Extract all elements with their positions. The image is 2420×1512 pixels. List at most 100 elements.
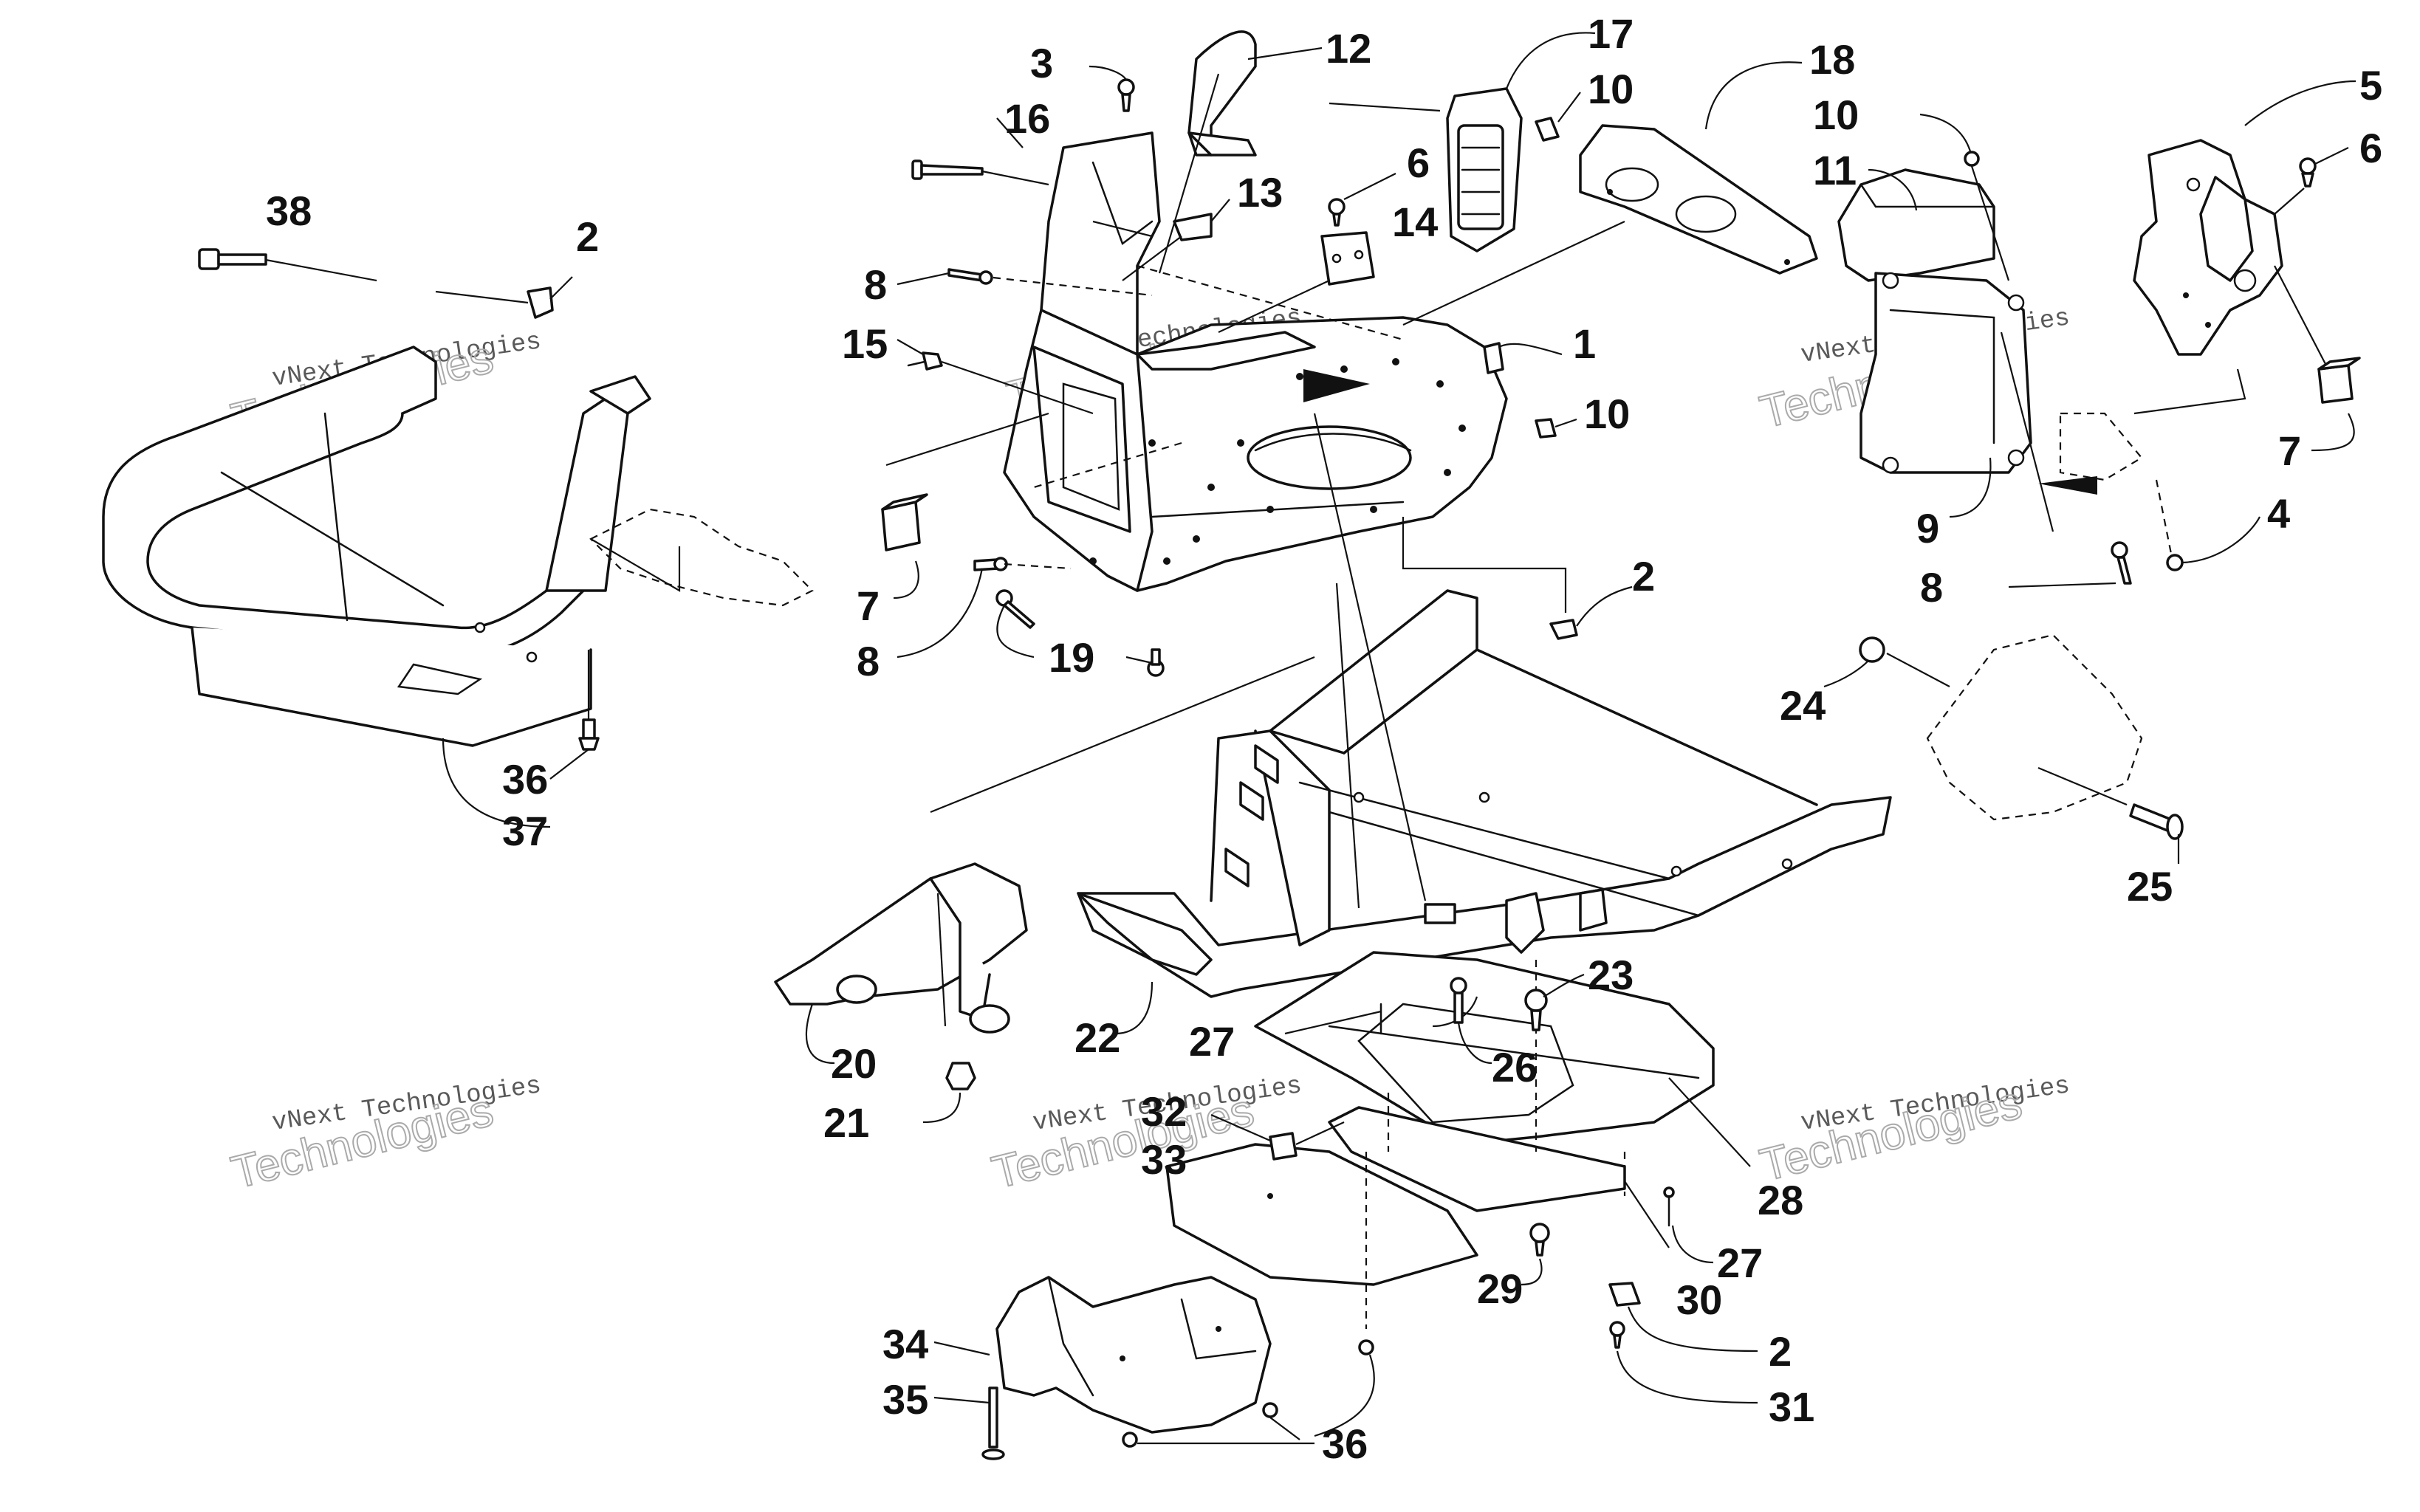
screw-36-bottom-b-icon bbox=[1262, 1402, 1278, 1418]
cover-9 bbox=[1859, 272, 2032, 474]
callout-26: 26 bbox=[1492, 1044, 1538, 1090]
clip-2-frame-icon bbox=[1549, 619, 1578, 640]
callout-10-upper: 10 bbox=[1588, 66, 1634, 112]
callout-15: 15 bbox=[842, 320, 888, 367]
bracket-14 bbox=[1320, 231, 1375, 286]
callout-36-bottom: 36 bbox=[1322, 1420, 1368, 1467]
pin-15-icon bbox=[907, 351, 943, 371]
pin-27-lower-icon bbox=[1663, 1186, 1675, 1227]
bolt-38-icon bbox=[198, 248, 267, 270]
bracket-12 bbox=[1187, 30, 1257, 157]
callout-labels: 1 2 2 2 3 4 5 6 6 7 7 8 8 8 9 10 10 10 1… bbox=[266, 10, 2382, 1467]
callout-21: 21 bbox=[823, 1099, 869, 1146]
screw-36-bumper-icon bbox=[578, 718, 600, 751]
clip-2-bottom-icon bbox=[1608, 1282, 1641, 1307]
callout-14: 14 bbox=[1392, 199, 1438, 245]
screw-6-middle-icon bbox=[1328, 198, 1346, 227]
callout-2-bumper: 2 bbox=[576, 213, 599, 260]
callout-6-middle: 6 bbox=[1407, 140, 1430, 186]
callout-5: 5 bbox=[2359, 62, 2382, 109]
front-panel-arrow-icon bbox=[1303, 369, 1370, 402]
pin-8-lower-icon bbox=[973, 557, 1008, 571]
nut-10-panel-icon bbox=[1535, 418, 1557, 439]
clip-17 bbox=[1446, 87, 1523, 252]
callout-1: 1 bbox=[1573, 320, 1596, 367]
callout-18: 18 bbox=[1809, 36, 1855, 83]
main-frame bbox=[1077, 589, 1892, 998]
callout-16: 16 bbox=[1004, 95, 1050, 142]
callout-25: 25 bbox=[2127, 863, 2173, 910]
callout-7-left: 7 bbox=[857, 583, 880, 629]
pin-8-right-icon bbox=[2111, 541, 2132, 585]
bracket-5 bbox=[2133, 139, 2283, 356]
bolt-29-icon bbox=[1529, 1223, 1550, 1257]
callout-17: 17 bbox=[1588, 10, 1634, 57]
callout-28: 28 bbox=[1758, 1177, 1803, 1223]
watermark-bottom-left: vNext Technologies Technologies bbox=[226, 1072, 544, 1199]
callout-4: 4 bbox=[2267, 490, 2290, 537]
callout-22: 22 bbox=[1074, 1014, 1120, 1061]
callout-27-lower: 27 bbox=[1717, 1240, 1763, 1286]
bracket-20 bbox=[774, 862, 1028, 1034]
callout-27-upper: 27 bbox=[1189, 1018, 1235, 1065]
callout-11: 11 bbox=[1813, 147, 1857, 193]
nut-10-right-icon bbox=[1964, 151, 1980, 167]
control-box-11 bbox=[1837, 168, 1995, 282]
callout-2-frame: 2 bbox=[1632, 553, 1655, 599]
bolt-19b-icon bbox=[1147, 648, 1165, 677]
callout-19: 19 bbox=[1049, 634, 1094, 681]
bolt-23-icon bbox=[1524, 989, 1548, 1031]
screw-3-icon bbox=[1117, 78, 1135, 112]
callout-33: 33 bbox=[1141, 1136, 1187, 1183]
callout-7-right: 7 bbox=[2278, 427, 2301, 474]
screw-6-right-icon bbox=[2299, 157, 2317, 188]
callout-36-bumper: 36 bbox=[502, 756, 548, 803]
callout-10-right: 10 bbox=[1813, 92, 1859, 138]
screw-4-icon bbox=[2166, 554, 2184, 571]
clip-32-icon bbox=[1269, 1132, 1298, 1161]
frame-ghost-right bbox=[1926, 633, 2143, 821]
callout-38: 38 bbox=[266, 188, 312, 234]
callout-30: 30 bbox=[1676, 1276, 1722, 1323]
front-panel bbox=[1003, 131, 1508, 592]
front-bumper bbox=[102, 346, 651, 747]
callout-9: 9 bbox=[1916, 505, 1939, 551]
callout-2-bottom: 2 bbox=[1769, 1328, 1792, 1375]
callout-31: 31 bbox=[1769, 1384, 1814, 1430]
bolt-16-icon bbox=[911, 159, 984, 180]
callout-35: 35 bbox=[882, 1376, 928, 1423]
bumper-ghost-leader bbox=[590, 538, 681, 592]
pin-8-upper-icon bbox=[947, 268, 993, 285]
callout-6-right: 6 bbox=[2359, 125, 2382, 171]
nut-10-upper-icon bbox=[1535, 117, 1560, 142]
screw-31-icon bbox=[1609, 1321, 1625, 1349]
screw-36-bottom-a-icon bbox=[1358, 1339, 1374, 1355]
callout-24: 24 bbox=[1780, 682, 1826, 729]
callout-37: 37 bbox=[502, 808, 548, 854]
block-7-left-icon bbox=[881, 493, 928, 551]
svg-text:Technologies: Technologies bbox=[1755, 1077, 2027, 1192]
skid-plate-28 bbox=[1254, 951, 1715, 1146]
callout-12: 12 bbox=[1326, 25, 1371, 72]
washer-24-icon bbox=[1859, 636, 1885, 663]
bolt-35-icon bbox=[981, 1386, 1005, 1460]
bolt-25-icon bbox=[2129, 803, 2184, 840]
front-guard-34 bbox=[995, 1276, 1272, 1434]
callout-3: 3 bbox=[1030, 40, 1053, 86]
plate-13 bbox=[1173, 213, 1213, 241]
skid-plate-30 bbox=[1328, 1106, 1626, 1212]
callout-34: 34 bbox=[882, 1321, 928, 1367]
clip-2-bumper-icon bbox=[527, 286, 554, 319]
block-7-right-icon bbox=[2317, 357, 2361, 404]
callout-32: 32 bbox=[1141, 1088, 1187, 1135]
bolt-26-icon bbox=[1450, 977, 1467, 1024]
callout-29: 29 bbox=[1477, 1265, 1523, 1312]
callout-8-right: 8 bbox=[1920, 564, 1943, 611]
screw-36-bottom-c-icon bbox=[1122, 1432, 1138, 1448]
plate-18 bbox=[1579, 124, 1818, 275]
clip-1-icon bbox=[1483, 342, 1504, 374]
callout-10-panel: 10 bbox=[1584, 391, 1630, 437]
callout-8-upper: 8 bbox=[864, 261, 887, 308]
callout-8-lower: 8 bbox=[857, 638, 880, 684]
